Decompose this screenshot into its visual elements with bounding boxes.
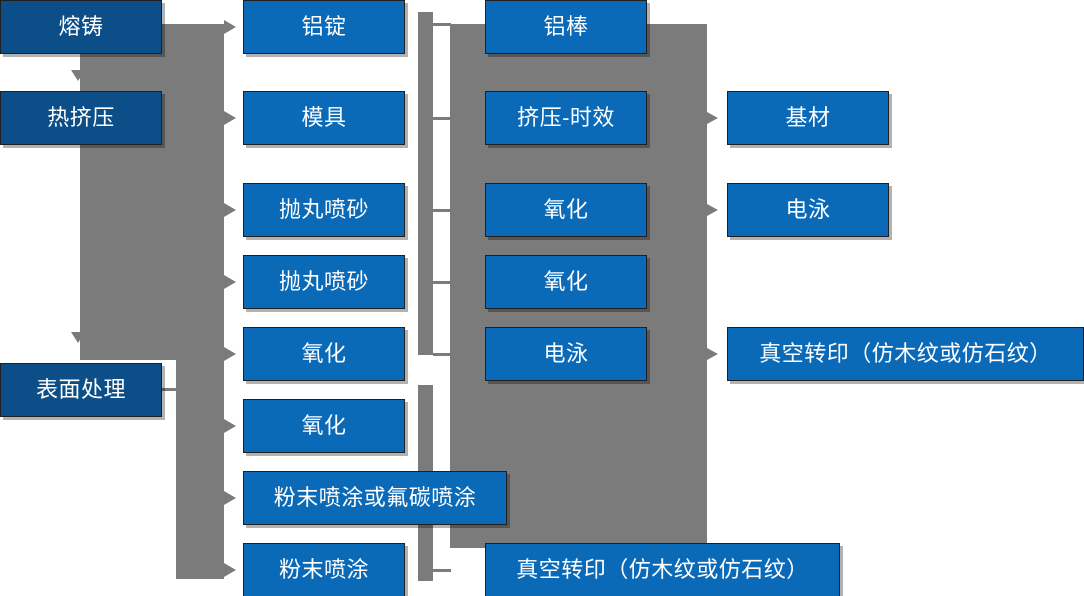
stage-box-melting[interactable]: 熔铸: [0, 0, 162, 54]
output-arrow-2: [707, 204, 718, 216]
process-arrow-3: [224, 203, 236, 217]
treatment-label: 真空转印（仿木纹或仿石纹）: [516, 557, 809, 582]
process-label: 抛丸喷砂: [278, 269, 369, 294]
process-box-oxidation-2[interactable]: 氧化: [243, 399, 405, 453]
process-arrow-6: [224, 419, 236, 433]
treatment-box-oxidation-1[interactable]: 氧化: [485, 183, 647, 237]
treatment-label: 挤压-时效: [517, 105, 615, 130]
process-label: 抛丸喷砂: [278, 197, 369, 222]
process-label: 铝锭: [301, 14, 347, 39]
process-arrow-1: [224, 20, 236, 34]
treatment-label: 铝棒: [543, 14, 589, 39]
output-box-substrate[interactable]: 基材: [727, 91, 889, 145]
spine-tick-5: [433, 353, 451, 356]
treatment-label: 氧化: [543, 269, 589, 294]
process-box-shot-blasting-2[interactable]: 抛丸喷砂: [243, 255, 405, 309]
stage-label: 熔铸: [58, 14, 104, 39]
process-spine-bar-upper: [418, 12, 433, 355]
process-arrow-5: [224, 347, 236, 361]
stage-label: 热挤压: [47, 105, 115, 130]
spine-tick-2: [433, 117, 451, 120]
process-label: 粉末喷涂: [278, 557, 369, 582]
process-arrow-2: [224, 111, 236, 125]
treatment-label: 电泳: [543, 341, 589, 366]
stage-arrow-down-2: [71, 332, 85, 343]
process-arrow-4: [224, 275, 236, 289]
process-box-mould[interactable]: 模具: [243, 91, 405, 145]
spine-tick-4: [433, 281, 451, 284]
process-arrow-8: [224, 563, 236, 577]
process-label: 粉末喷涂或氟碳喷涂: [273, 485, 477, 510]
treatment-box-oxidation-2[interactable]: 氧化: [485, 255, 647, 309]
spine-tick-3: [433, 209, 451, 212]
treatment-box-electrophoresis[interactable]: 电泳: [485, 327, 647, 381]
process-arrow-7: [224, 491, 236, 505]
output-box-electrophoresis[interactable]: 电泳: [727, 183, 889, 237]
band-gap-top: [0, 145, 80, 363]
output-label: 基材: [785, 105, 831, 130]
spine-tick-1: [433, 23, 451, 26]
process-box-shot-blasting-1[interactable]: 抛丸喷砂: [243, 183, 405, 237]
stage-label: 表面处理: [35, 377, 126, 402]
output-box-vacuum-transfer-printing[interactable]: 真空转印（仿木纹或仿石纹）: [727, 327, 1084, 381]
stage-arrow-down-1: [71, 70, 85, 81]
surface-treatment-link-line: [162, 388, 184, 391]
process-label: 氧化: [301, 413, 347, 438]
process-label: 模具: [301, 105, 347, 130]
output-label: 电泳: [785, 197, 831, 222]
process-label: 氧化: [301, 341, 347, 366]
stage-box-surface-treatment[interactable]: 表面处理: [0, 363, 162, 417]
output-arrow-3: [707, 348, 718, 360]
treatment-box-aluminum-bar[interactable]: 铝棒: [485, 0, 647, 54]
stage-box-hot-extrusion[interactable]: 热挤压: [0, 91, 162, 145]
output-arrow-1: [707, 112, 718, 124]
process-box-powder-or-fluorocarbon-coating[interactable]: 粉末喷涂或氟碳喷涂: [243, 471, 507, 525]
treatment-box-vacuum-transfer-printing[interactable]: 真空转印（仿木纹或仿石纹）: [485, 543, 840, 596]
output-label: 真空转印（仿木纹或仿石纹）: [759, 341, 1052, 366]
treatment-box-extrusion-aging[interactable]: 挤压-时效: [485, 91, 647, 145]
process-box-oxidation-1[interactable]: 氧化: [243, 327, 405, 381]
spine-tick-6: [433, 569, 451, 572]
treatment-label: 氧化: [543, 197, 589, 222]
process-box-powder-coating[interactable]: 粉末喷涂: [243, 543, 405, 596]
process-box-aluminum-ingot[interactable]: 铝锭: [243, 0, 405, 54]
